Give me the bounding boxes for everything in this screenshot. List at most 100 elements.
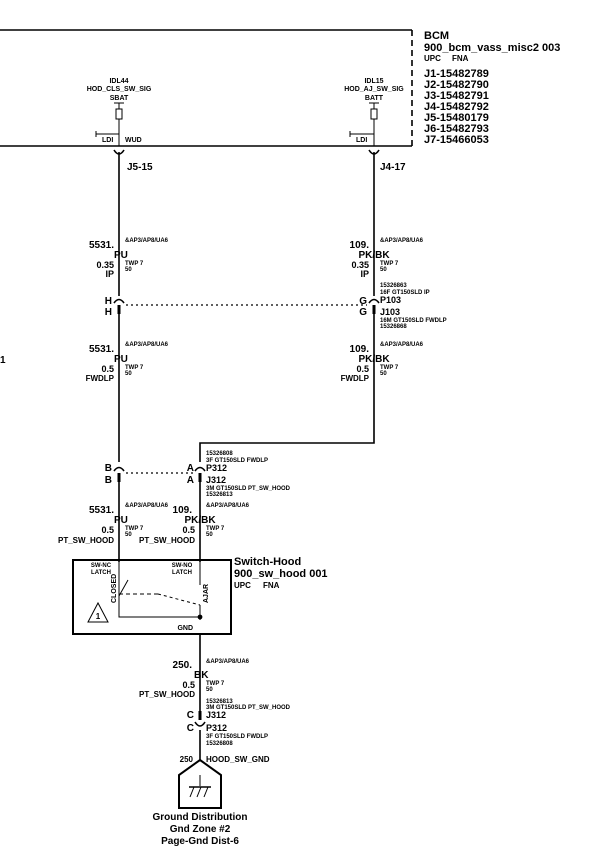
bcm-left-supply: SBAT (110, 95, 129, 102)
bcm-left-resistor (115, 108, 123, 120)
bcm-left-signal: HOD_CLS_SW_SIG (87, 86, 152, 93)
wire-right-2-options: &AP3/AP8/UA6 (380, 342, 424, 348)
wire-right-1-size: 0.35 (351, 260, 369, 270)
switch-hood-upc: UPC (234, 581, 251, 590)
switch-nc-label-1: SW-NC (91, 563, 112, 569)
wire-gnd-size: 0.5 (182, 680, 195, 690)
switch-closed-label: CLOSED (111, 574, 118, 603)
wire-right-3-insulation: PT_SW_HOOD (139, 536, 195, 545)
bcm-upc: UPC (424, 54, 441, 63)
wire-right-2-circuit: 109. (350, 344, 370, 355)
wire-left-2-circuit: 5531. (89, 344, 114, 355)
switch-hood-title: Switch-Hood (234, 556, 301, 568)
p312-part: 15326808 (206, 451, 233, 457)
j103-right-male (372, 305, 376, 314)
ground-symbol-hatch-3 (203, 786, 209, 798)
wire-right-3-twist-val: 50 (206, 532, 213, 538)
bcm-right-code: IDL15 (364, 78, 383, 85)
wire-right-2-twist: TWP 7 (380, 365, 399, 371)
wire-right-2-insulation: FWDLP (341, 374, 370, 383)
j312-pin-left-bottom: B (105, 475, 112, 486)
j312-gnd-name: J312 (206, 710, 226, 720)
p312-gnd-desc: 3F GT150SLD FWDLP (206, 734, 268, 740)
wire-gnd-twist: TWP 7 (206, 681, 225, 687)
ground-circuit-label: HOOD_SW_GND (206, 755, 270, 764)
wire-109 (199, 152, 375, 562)
wire-gnd-color: BK (194, 670, 209, 681)
switch-note-triangle (87, 601, 109, 623)
j103-part: 15326868 (380, 324, 407, 330)
bcm-connector-j2: J2-15482790 (424, 79, 489, 91)
ground-label-line-1: Ground Distribution (153, 812, 248, 823)
j312-gnd-male (198, 711, 202, 720)
wire-right-1-twist-val: 50 (380, 267, 387, 273)
wire-left-1-circuit: 5531. (89, 240, 114, 251)
j312-desc: 3M GT150SLD PT_SW_HOOD (206, 486, 291, 492)
switch-no-label-1: SW-NO (172, 563, 193, 569)
wire-right-1-insulation: IP (360, 269, 369, 279)
bcm-connector-j7: J7-15466053 (424, 134, 489, 146)
switch-hood-subtitle: 900_sw_hood 001 (234, 568, 328, 580)
p103-desc: 16F GT150SLD IP (380, 290, 430, 296)
j312-part: 15326813 (206, 492, 233, 498)
p103-left-female (113, 298, 125, 304)
bcm-subtitle: 900_bcm_vass_misc2 003 (424, 42, 560, 54)
p312-desc: 3F GT150SLD FWDLP (206, 458, 268, 464)
wire-left-3-twist-val: 50 (125, 532, 132, 538)
wire-right-1-labels: &AP3/AP8/UA6 109. PK/BK 0.35 TWP 7 50 IP (350, 238, 424, 279)
connector-j5-15-label: J5-15 (127, 162, 153, 173)
wire-right-2-color: PK/BK (358, 354, 390, 365)
p312-pin-right-top: A (187, 463, 194, 474)
wire-left-1-options: &AP3/AP8/UA6 (125, 238, 169, 244)
wire-gnd-insulation: PT_SW_HOOD (139, 690, 195, 699)
j103-desc: 16M GT150SLD FWDLP (380, 318, 447, 324)
wire-right-3-circuit: 109. (173, 505, 193, 516)
j312-name: J312 (206, 475, 226, 485)
wire-right-3-twist: TWP 7 (206, 526, 225, 532)
bcm-right-resistor (370, 108, 378, 120)
bcm-right-signal: HOD_AJ_SW_SIG (344, 86, 404, 93)
wire-right-2-labels: &AP3/AP8/UA6 109. PK/BK 0.5 TWP 7 50 FWD… (341, 342, 424, 383)
p312-name: P312 (206, 463, 227, 473)
wire-right-1-circuit: 109. (350, 240, 370, 251)
wire-109-seg2 (199, 314, 375, 462)
switch-ajar-label: AJAR (203, 584, 210, 603)
wire-right-1-options: &AP3/AP8/UA6 (380, 238, 424, 244)
wire-left-3-color: PU (114, 515, 128, 526)
ground-symbol-hatch-2 (196, 786, 202, 798)
wire-left-3-options: &AP3/AP8/UA6 (125, 503, 169, 509)
j312-left-male (117, 473, 121, 482)
j103-name: J103 (380, 307, 400, 317)
switch-nc-blade (118, 579, 129, 597)
j103-pin-right-bottom: G (359, 307, 367, 318)
wire-left-3-twist: TWP 7 (125, 526, 144, 532)
j312-gnd-part: 15326813 (206, 699, 233, 705)
bcm-connector-j4: J4-15482792 (424, 101, 489, 113)
wire-left-3-labels: &AP3/AP8/UA6 5531. PU 0.5 TWP 7 50 PT_SW… (58, 503, 169, 545)
switch-hood-fna: FNA (263, 581, 280, 590)
p103-name: P103 (380, 295, 401, 305)
p312-pin-left-top: B (105, 463, 112, 474)
p312-left-female (113, 466, 125, 472)
p312-gnd-pin: C (187, 723, 194, 734)
switch-no-blade (157, 593, 201, 606)
switch-nc-path (118, 562, 200, 618)
wire-left-2-labels: &AP3/AP8/UA6 5531. PU 0.5 TWP 7 50 FWDLP (86, 342, 169, 383)
switch-gnd-label: GND (177, 625, 193, 632)
wire-left-1-insulation: IP (105, 269, 114, 279)
bcm-right-supply: BATT (365, 95, 384, 102)
j312-gnd-desc: 3M GT150SLD PT_SW_HOOD (206, 705, 291, 711)
p103-pin-right-top: G (359, 296, 367, 307)
connector-j312-p312-gnd: C C 15326813 3M GT150SLD PT_SW_HOOD J312… (187, 699, 291, 747)
switch-hood-box (72, 559, 232, 635)
wire-right-1-color: PK/BK (358, 250, 390, 261)
p312-gnd-female (194, 721, 206, 727)
j103-pin-left-bottom: H (105, 307, 112, 318)
ground-symbol-hatch-1 (189, 786, 195, 798)
ground-distribution: 250 HOOD_SW_GND Ground Distribution Gnd … (153, 755, 270, 847)
wire-left-2-insulation: FWDLP (86, 374, 115, 383)
wire-left-2-size: 0.5 (101, 364, 114, 374)
j103-left-male (117, 305, 121, 314)
ground-symbol-outline (178, 758, 222, 809)
wire-left-3-circuit: 5531. (89, 505, 114, 516)
